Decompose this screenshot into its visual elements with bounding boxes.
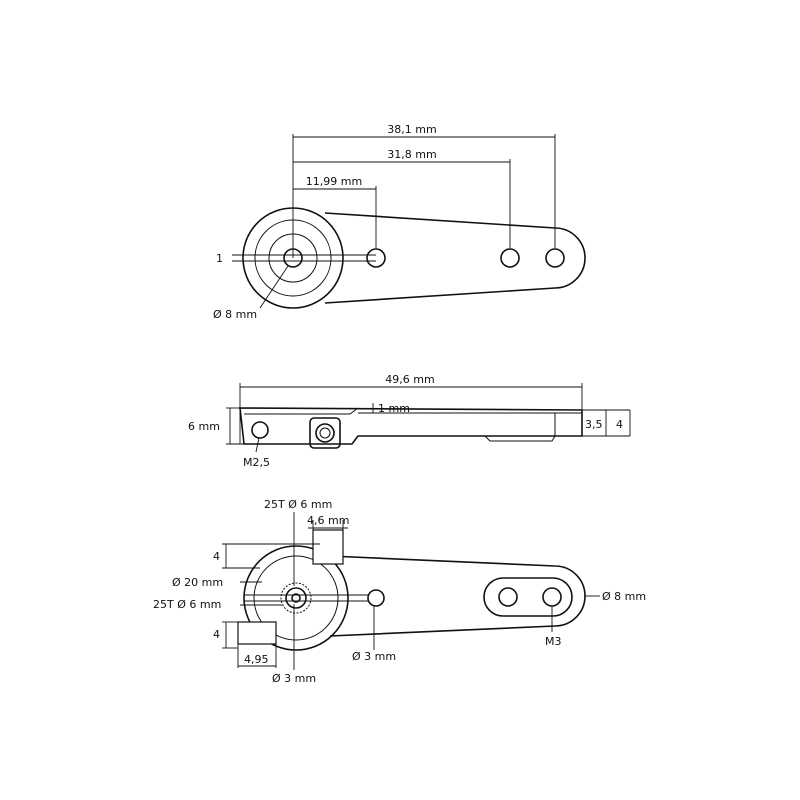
bottom-spline-inner <box>285 587 307 609</box>
bottom-view: 25T Ø 6 mm 4,6 mm 4 Ø 20 mm 25T Ø 6 mm 4… <box>153 498 646 685</box>
label-thread: M3 <box>545 635 562 648</box>
top-inner-hole <box>366 248 386 268</box>
label-tab-offset: 4,95 <box>244 653 269 666</box>
top-outer-hole <box>500 248 520 268</box>
label-step: 1 mm <box>378 402 410 415</box>
bottom-hub-ring <box>253 555 339 641</box>
label-tip-inner: 3,5 <box>585 418 603 431</box>
label-screw: M2,5 <box>243 456 270 469</box>
top-arm-outline <box>324 212 586 304</box>
side-step-edge <box>349 407 359 415</box>
side-screw-hole <box>251 421 269 439</box>
bottom-arm-outline <box>329 555 586 637</box>
label-hub-outer: Ø 20 mm <box>172 576 223 589</box>
bottom-hub-outer <box>243 545 349 651</box>
bottom-center-hole <box>291 593 301 603</box>
bottom-small-hole <box>367 589 385 607</box>
side-view: 49,6 mm 1 mm M2,5 6 mm 3,5 4 <box>188 373 631 469</box>
side-screw-head-inner <box>319 427 331 439</box>
side-screw-head-outer <box>315 423 335 443</box>
label-outer-hole: 31,8 mm <box>387 148 436 161</box>
label-slot: 1 <box>216 252 223 265</box>
label-overall: 38,1 mm <box>387 123 436 136</box>
label-length: 49,6 mm <box>385 373 434 386</box>
label-tab-width: 4,6 mm <box>307 514 349 527</box>
label-tip-diameter: Ø 8 mm <box>602 590 646 603</box>
label-hole-small: Ø 3 mm <box>352 650 396 663</box>
bottom-tip-hole-outer <box>542 587 562 607</box>
label-tab-top: 4 <box>213 550 220 563</box>
label-tip-outer: 4 <box>616 418 623 431</box>
label-hub-diameter: Ø 8 mm <box>213 308 257 321</box>
bottom-tab-top <box>312 529 344 565</box>
label-inner-hole: 11,99 mm <box>306 175 362 188</box>
leader-screw <box>255 437 260 453</box>
label-tab-bottom: 4 <box>213 628 220 641</box>
label-height: 6 mm <box>188 420 220 433</box>
label-spline-top: 25T Ø 6 mm <box>264 498 332 511</box>
label-spline-side: 25T Ø 6 mm <box>153 598 221 611</box>
side-underside-lip <box>484 435 556 442</box>
bottom-spline-outer <box>280 582 312 614</box>
top-tip-hole <box>545 248 565 268</box>
bottom-tab-left <box>237 621 277 645</box>
label-hole-center: Ø 3 mm <box>272 672 316 685</box>
bottom-tip-hole-inner <box>498 587 518 607</box>
bottom-tip-slot <box>483 577 573 617</box>
side-screw-head <box>309 417 341 449</box>
top-view: 38,1 mm 31,8 mm 11,99 mm 1 Ø 8 mm <box>213 123 586 321</box>
leader-hub-diameter <box>259 265 289 309</box>
